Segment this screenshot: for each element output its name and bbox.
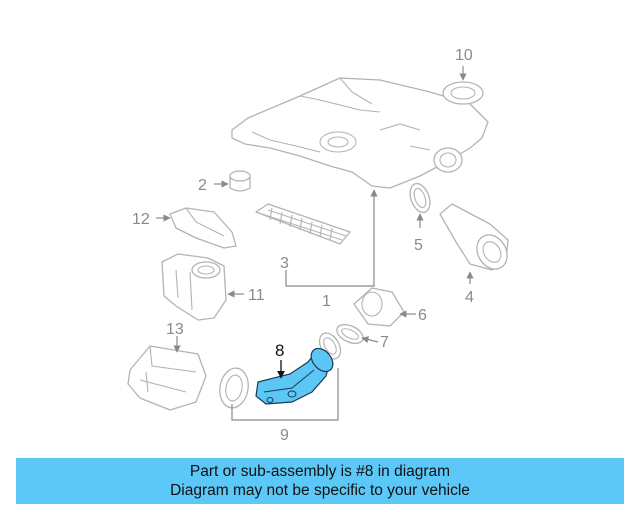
callout-4[interactable]: 4 <box>465 289 474 306</box>
callout-9[interactable]: 9 <box>280 427 289 444</box>
badge-part[interactable] <box>442 66 484 105</box>
banner-line-1: Part or sub-assembly is #8 in diagram <box>189 463 451 480</box>
callout-1[interactable]: 1 <box>322 293 331 310</box>
callout-6[interactable]: 6 <box>418 307 427 324</box>
callout-13[interactable]: 13 <box>166 321 184 338</box>
parts-diagram: 10 2 12 3 5 4 11 1 6 13 7 8 9 <box>127 47 513 444</box>
engine-cover-part[interactable] <box>231 77 489 189</box>
gasket-part[interactable] <box>334 321 379 347</box>
callout-5[interactable]: 5 <box>414 237 423 254</box>
air-flow-sensor-part[interactable] <box>353 287 416 327</box>
grommet-part[interactable] <box>214 170 251 192</box>
callout-10[interactable]: 10 <box>455 47 473 64</box>
banner-line-2: Diagram may not be specific to your vehi… <box>170 482 470 499</box>
clamp-ring-5-part[interactable] <box>406 181 433 228</box>
callout-11[interactable]: 11 <box>248 287 265 304</box>
intake-duct-part[interactable] <box>127 336 207 411</box>
leader-lines <box>231 189 378 421</box>
callout-7[interactable]: 7 <box>380 334 389 351</box>
air-box-housing-part[interactable] <box>161 253 244 321</box>
callout-12[interactable]: 12 <box>132 211 150 228</box>
callout-8[interactable]: 8 <box>275 341 284 360</box>
resonator-cover-part[interactable] <box>156 207 237 249</box>
hose-4-part[interactable] <box>439 203 513 284</box>
clamp-ring-9a-part[interactable] <box>217 366 252 410</box>
callout-3[interactable]: 3 <box>280 255 289 272</box>
hose-8-highlighted-part[interactable] <box>255 344 337 405</box>
callout-2[interactable]: 2 <box>198 177 207 194</box>
info-banner: Part or sub-assembly is #8 in diagram Di… <box>16 458 624 504</box>
air-filter-part[interactable] <box>255 203 351 245</box>
